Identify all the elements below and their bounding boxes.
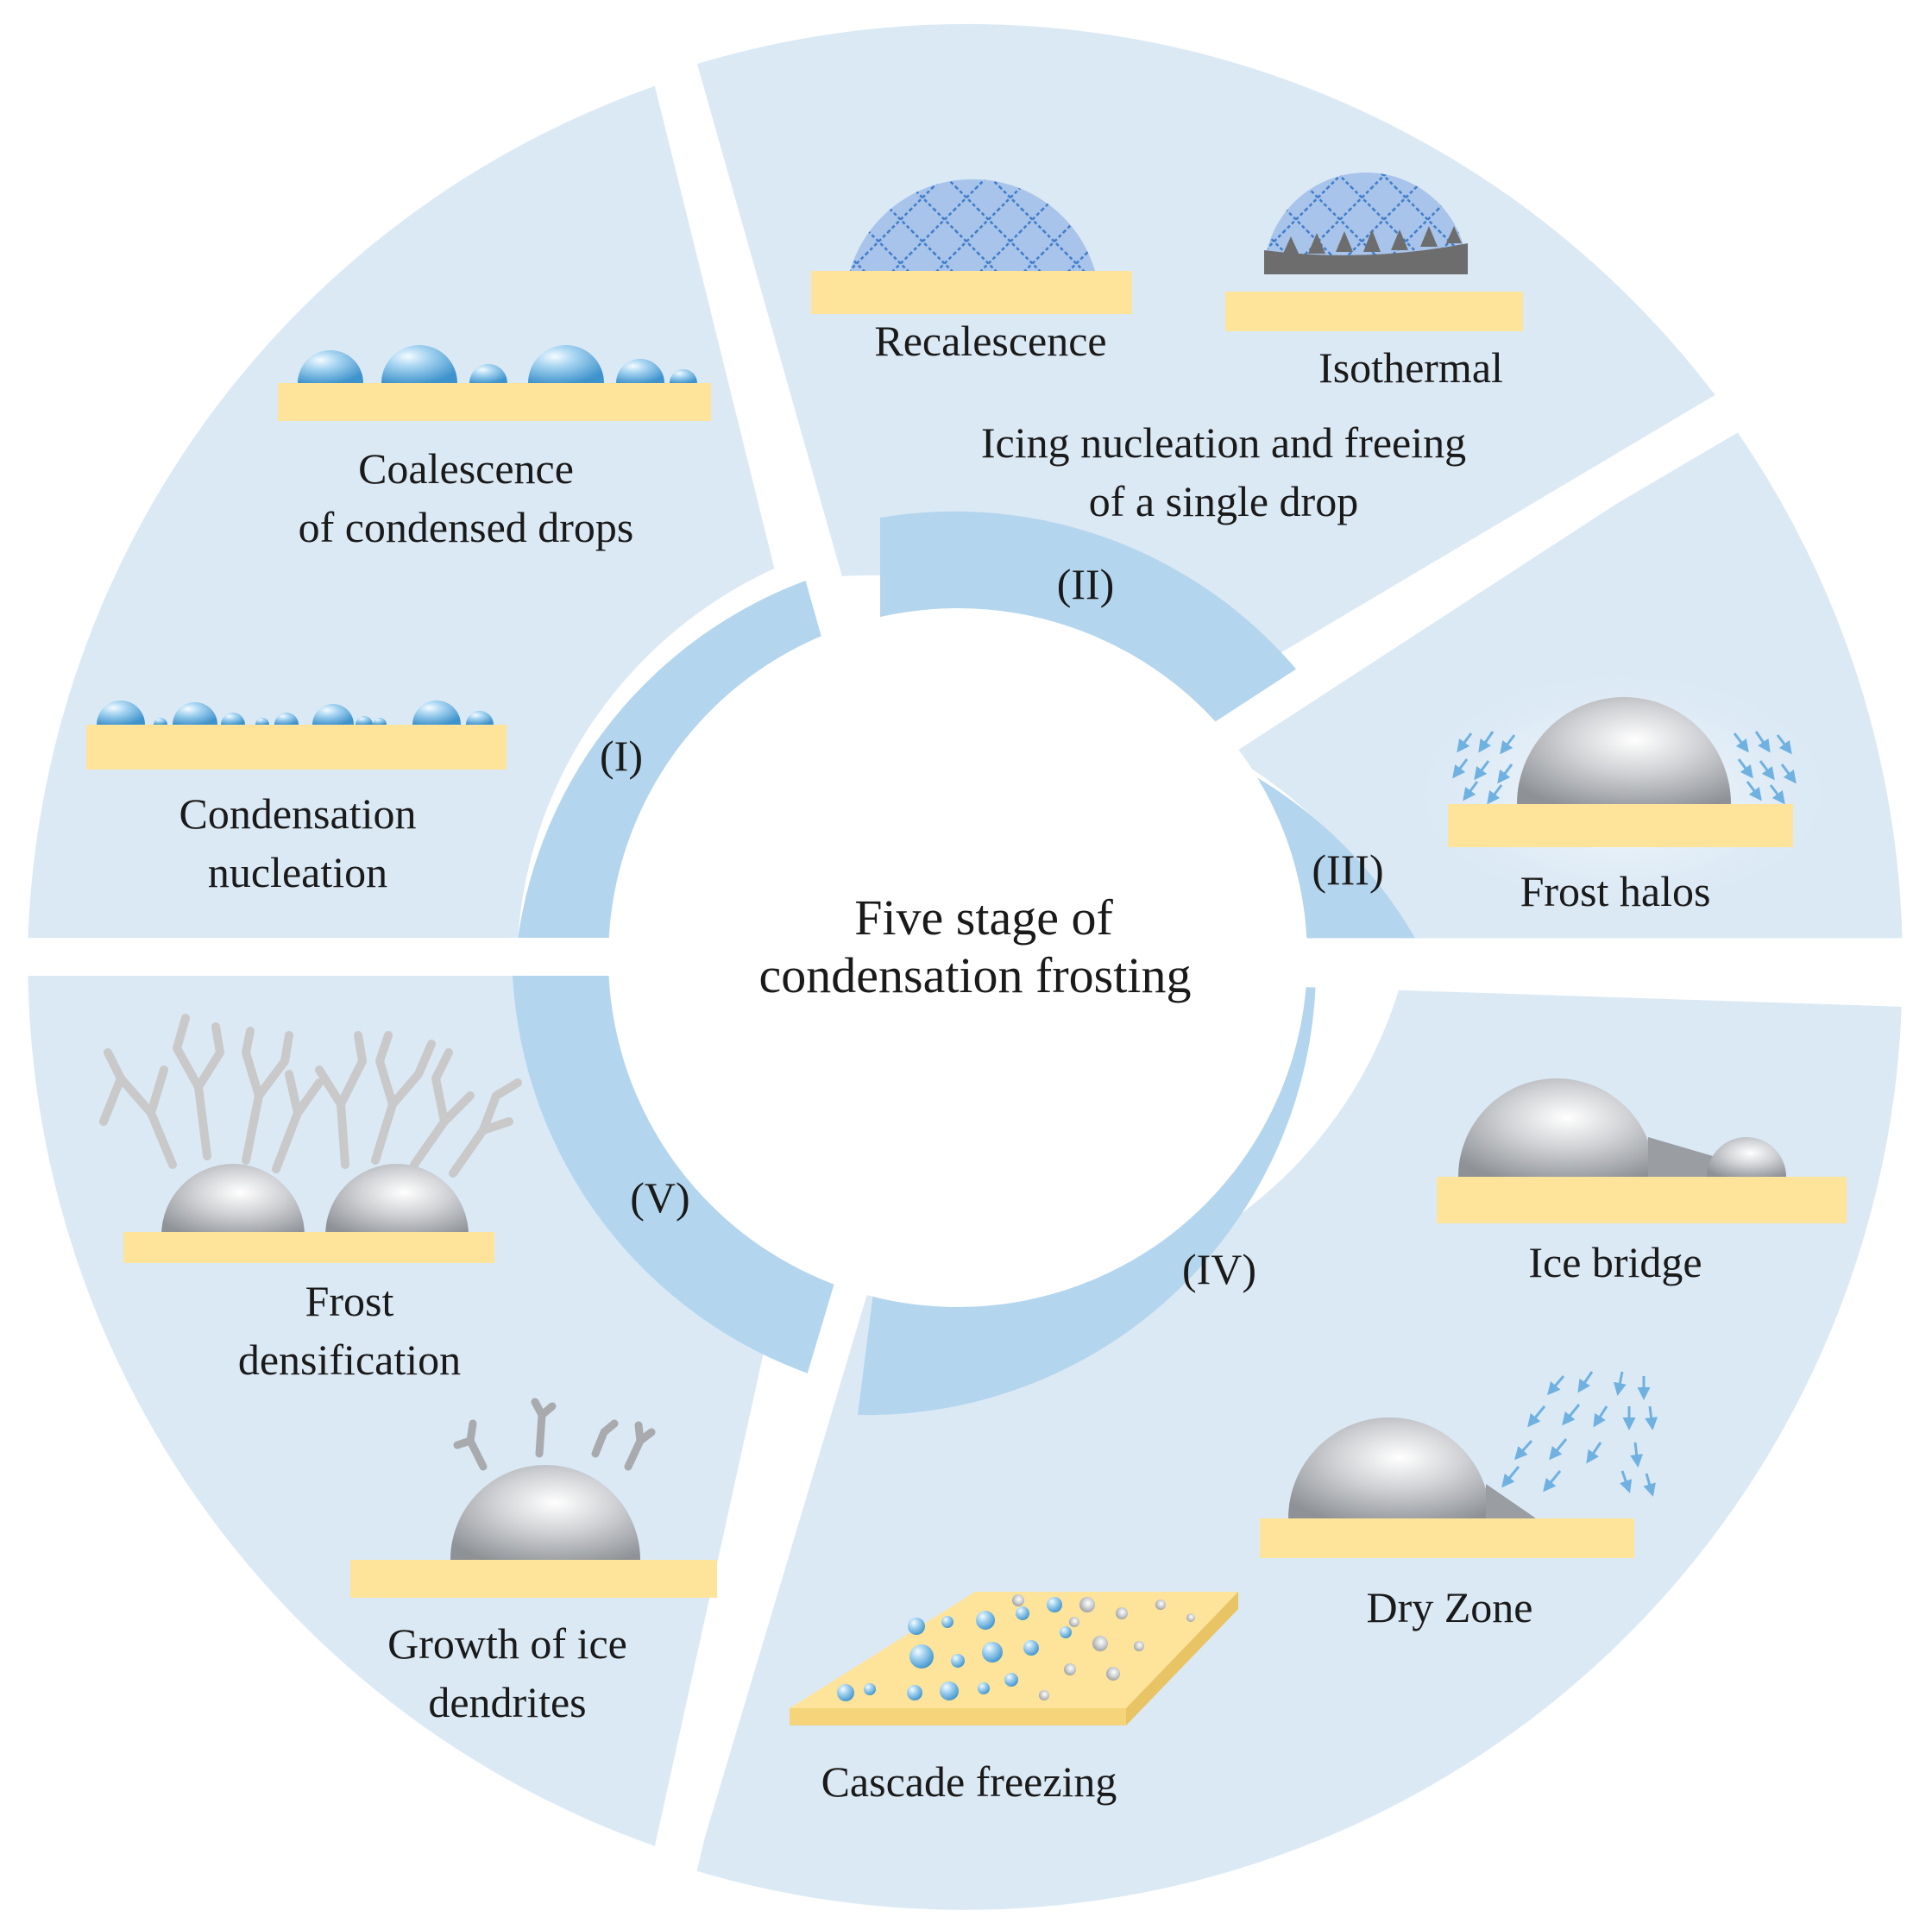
frost-densification-illustration [99,1014,522,1263]
label-coalescence-line2: of condensed drops [299,503,634,551]
ring-segment-II [880,511,1303,745]
halo-arrows-left [1452,731,1516,805]
center-title-line2: condensation frosting [759,947,1192,1003]
label-isothermal: Isothermal [1318,343,1503,392]
ring-segment-V [513,975,837,1376]
coalescence-illustration [278,345,711,421]
isothermal-illustration [1225,173,1523,331]
stage-numeral-IV: (IV) [1182,1245,1256,1293]
label-frost-densification-line2: densification [238,1336,461,1384]
label-growth-dendrites-line2: dendrites [428,1678,586,1726]
substrate [1437,1177,1847,1223]
label-recalescence: Recalescence [874,317,1106,365]
dendrite-spikes [453,1398,656,1471]
substrate [278,383,711,421]
stage-numeral-I: (I) [600,732,643,780]
ice-bridge-illustration [1437,1078,1847,1223]
label-condensation-line1: Condensation [179,789,417,838]
dry-zone-arrows [1501,1371,1658,1497]
label-growth-dendrites-line1: Growth of ice [387,1619,627,1668]
substrate [1448,804,1793,847]
label-frost-densification-line1: Frost [305,1277,394,1325]
ice-dendrites-illustration [350,1398,717,1598]
substrate [123,1232,494,1263]
frost-branches [99,1014,522,1178]
dry-zone-illustration [1260,1371,1658,1558]
substrate [1260,1518,1634,1558]
label-dry-zone: Dry Zone [1367,1583,1533,1631]
frost-halos-illustration [1415,660,1829,902]
center-disc [608,608,1307,1307]
label-coalescence-line1: Coalescence [358,444,574,493]
cascade-freezing-illustration [790,1592,1238,1725]
label-ice-bridge: Ice bridge [1528,1238,1702,1286]
halo-arrows-right [1733,731,1797,805]
cascade-drops [837,1597,1072,1701]
substrate [1225,292,1523,331]
condensation-nucleation-illustration [86,701,507,770]
label-cascade-freezing: Cascade freezing [821,1757,1117,1806]
label-condensation-line2: nucleation [208,848,387,896]
cascade-frozen-drops [1012,1594,1195,1700]
stage-numeral-III: (III) [1312,845,1383,894]
substrate [86,725,507,770]
stage-numeral-II: (II) [1057,560,1115,608]
recalescence-illustration [811,179,1132,314]
label-frost-halos: Frost halos [1520,867,1711,915]
center-title-line1: Five stage of [854,889,1113,946]
stage-numeral-V: (V) [630,1173,689,1222]
substrate [350,1560,717,1598]
substrate [811,271,1132,314]
label-icing-line2: of a single drop [1089,477,1358,525]
label-icing-line1: Icing nucleation and freeing [981,418,1466,467]
